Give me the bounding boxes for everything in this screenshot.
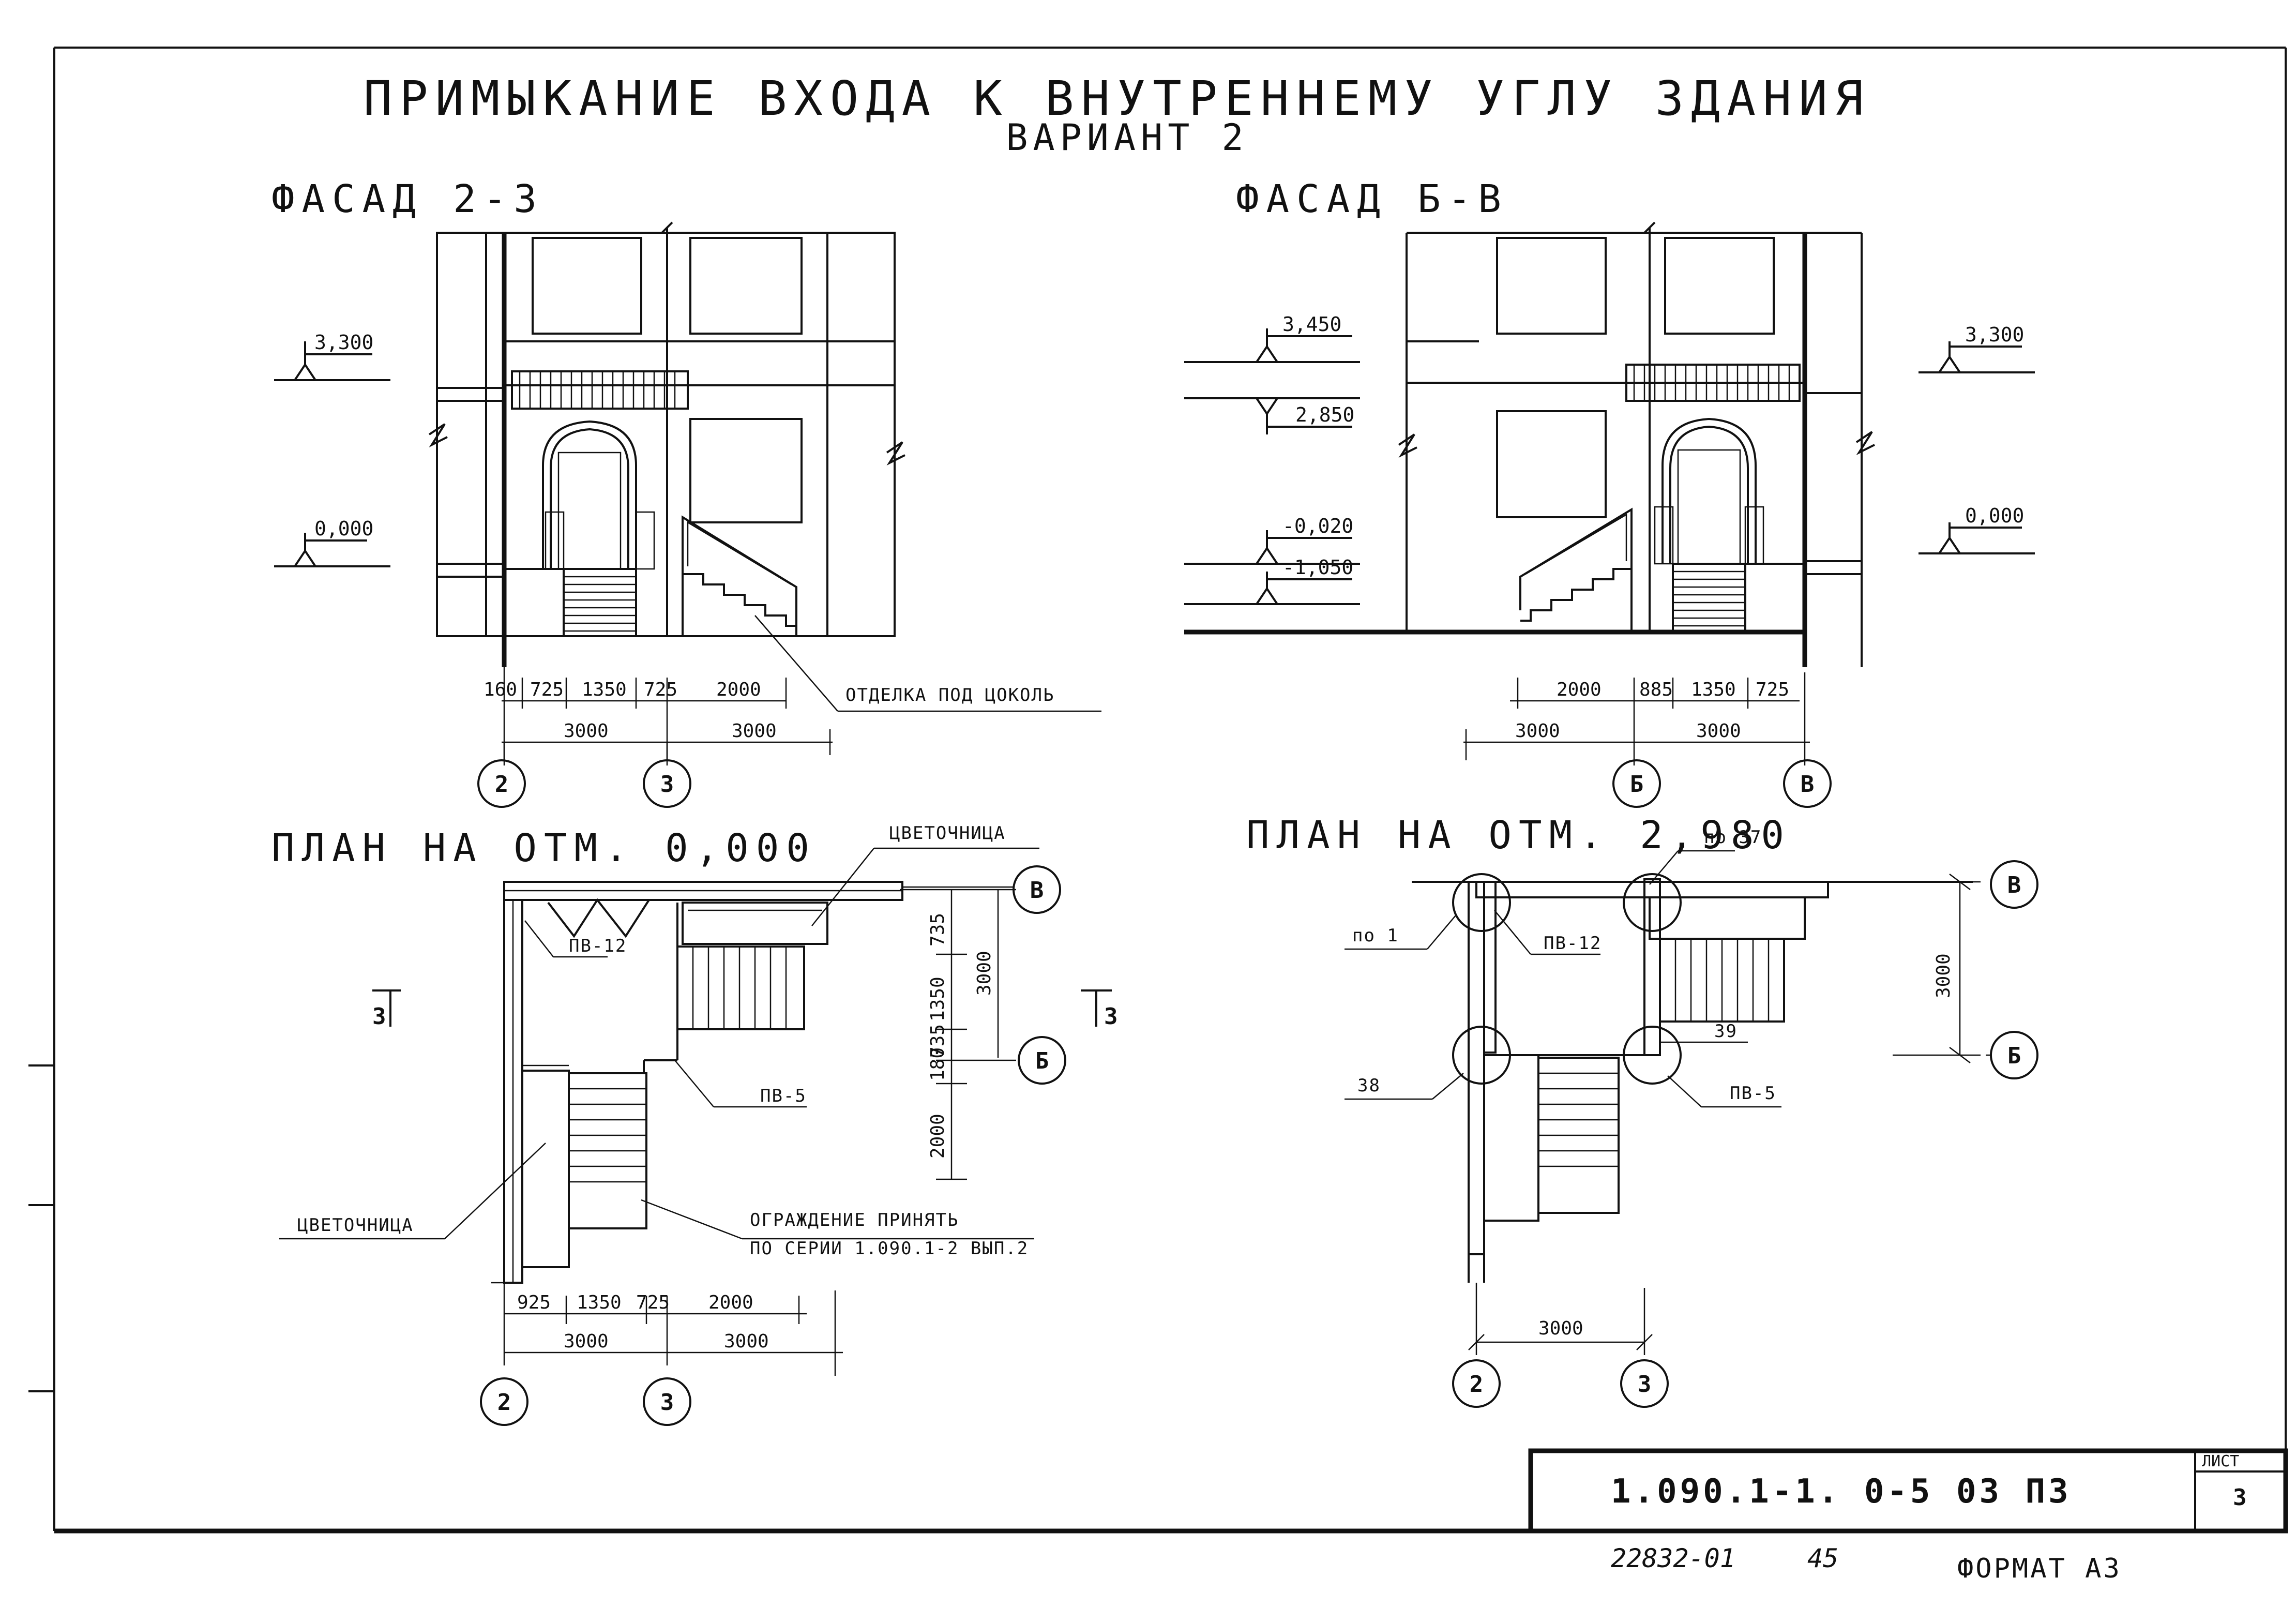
axis-3-facade: 3 <box>660 771 674 798</box>
axis-b-plan0: Б <box>1035 1048 1049 1074</box>
plan-0000-dimv-2000: 2000 <box>927 1114 948 1159</box>
plan-2980: ПЛАН НА ОТМ. 2,980 по 37 <box>1246 813 2038 1408</box>
facade-b-v-elev-3300: 3,300 <box>1965 323 2024 346</box>
facade-b-v-elev-2850: 2,850 <box>1295 403 1354 426</box>
plan-2980-label-po37: по 37 <box>1704 827 1762 848</box>
plan-0000-label-planter-top: ЦВЕТОЧНИЦА <box>889 823 1006 844</box>
axis-3-plan2: 3 <box>1638 1371 1652 1398</box>
sheet-title: ПРИМЫКАНИЕ ВХОДА К ВНУТРЕННЕМУ УГЛУ ЗДАН… <box>364 71 1870 126</box>
plan-0000-label-pv5: ПВ-5 <box>760 1086 807 1106</box>
facade-b-v-dim-3000b: 3000 <box>1696 720 1741 742</box>
plan-0000-dim-3000b: 3000 <box>724 1331 769 1352</box>
facade-2-3-dim-3000b: 3000 <box>732 720 777 742</box>
sheet-frame <box>28 47 2287 1534</box>
facade-b-v-dim-885: 885 <box>1639 679 1673 700</box>
axis-b-facade: Б <box>1630 771 1644 798</box>
title-block: 1.090.1-1. 0-5 03 ПЗ ЛИСТ 3 <box>1528 1448 2288 1534</box>
plan-2980-label-39: 39 <box>1714 1021 1738 1042</box>
plan-0000-label-planter-left: ЦВЕТОЧНИЦА <box>297 1215 414 1236</box>
axis-2-plan0: 2 <box>497 1389 511 1416</box>
plan-0000-railing-2: ПО СЕРИИ 1.090.1-2 ВЫП.2 <box>750 1238 1029 1259</box>
axis-v-facade: В <box>1801 771 1815 798</box>
facade-2-3: ФАСАД 2-3 <box>271 177 1101 808</box>
plan-2980-label-pv12: ПВ-12 <box>1544 933 1602 954</box>
facade-b-v-elev-0000: 0,000 <box>1965 504 2024 527</box>
facade-2-3-dim-1350: 1350 <box>582 679 627 700</box>
facade-2-3-dim-2000: 2000 <box>716 679 761 700</box>
axis-2-facade: 2 <box>495 771 509 798</box>
facade-b-v-elev-3450: 3,450 <box>1282 313 1341 336</box>
footer-inventory: 22832-01 <box>1611 1543 1735 1573</box>
plan-2980-dim-3000: 3000 <box>1538 1318 1583 1339</box>
footer-format: ФОРМАТ А3 <box>1957 1553 2122 1584</box>
axis-3-plan0: 3 <box>660 1389 674 1416</box>
facade-2-3-dim-725a: 725 <box>530 679 564 700</box>
axis-v-plan2: В <box>2007 872 2021 898</box>
facade-b-v-dim-3000a: 3000 <box>1515 720 1560 742</box>
plan-0000-dimv-3000: 3000 <box>974 951 995 996</box>
facade-b-v: ФАСАД Б-В <box>1184 177 2035 808</box>
section-mark-right: 3 <box>1104 1003 1118 1030</box>
plan-0000-dim-3000a: 3000 <box>564 1331 609 1352</box>
plan-2980-label-po1: по 1 <box>1352 925 1399 946</box>
facade-2-3-dim-3000a: 3000 <box>564 720 609 742</box>
facade-b-v-heading: ФАСАД Б-В <box>1236 177 1508 221</box>
facade-b-v-elev-m0020: -0,020 <box>1282 515 1353 537</box>
plan-0000-dimv-735a: 735 <box>927 913 948 947</box>
plan-0000-railing-1: ОГРАЖДЕНИЕ ПРИНЯТЬ <box>750 1210 959 1230</box>
plan-0000-dim-2000: 2000 <box>708 1292 753 1313</box>
facade-2-3-note: ОТДЕЛКА ПОД ЦОКОЛЬ <box>845 685 1054 705</box>
plan-0000-dimv-1350: 1350 <box>927 977 948 1022</box>
footer-page: 45 <box>1807 1543 1838 1573</box>
axis-b-plan2: Б <box>2007 1043 2021 1069</box>
title-block-sheet-number: 3 <box>2233 1484 2247 1511</box>
plan-2980-dimv-3000: 3000 <box>1933 953 1954 998</box>
plan-0000-dimv-735b: 735 <box>927 1024 948 1058</box>
plan-0000: ПЛАН НА ОТМ. 0,000 ПВ-12 <box>271 823 1118 1426</box>
facade-b-v-dim-1350: 1350 <box>1691 679 1736 700</box>
plan-0000-heading: ПЛАН НА ОТМ. 0,000 <box>271 826 817 870</box>
plan-2980-heading: ПЛАН НА ОТМ. 2,980 <box>1246 813 1791 858</box>
plan-0000-dim-1350: 1350 <box>577 1292 622 1313</box>
facade-2-3-heading: ФАСАД 2-3 <box>271 177 544 221</box>
axis-v-plan0: В <box>1030 877 1044 904</box>
facade-b-v-dim-2000: 2000 <box>1557 679 1602 700</box>
plan-0000-dim-925: 925 <box>517 1292 551 1313</box>
facade-2-3-elev-0000: 0,000 <box>314 517 373 540</box>
facade-2-3-dim-725b: 725 <box>644 679 677 700</box>
facade-2-3-dim-160: 160 <box>484 679 517 700</box>
facade-b-v-dim-725: 725 <box>1756 679 1789 700</box>
plan-0000-dimv-180: 180 <box>927 1047 948 1081</box>
plan-2980-label-38: 38 <box>1357 1075 1381 1096</box>
plan-2980-label-pv5: ПВ-5 <box>1730 1083 1776 1104</box>
title-block-code: 1.090.1-1. 0-5 03 ПЗ <box>1611 1473 2072 1511</box>
facade-b-v-elev-m1050: -1,050 <box>1282 556 1353 579</box>
plan-0000-dim-725: 725 <box>636 1292 670 1313</box>
sheet-subtitle: ВАРИАНТ 2 <box>1006 116 1248 159</box>
facade-2-3-elev-3300: 3,300 <box>314 331 373 354</box>
title-block-sheet-label: ЛИСТ <box>2202 1452 2239 1470</box>
section-mark-left: 3 <box>372 1003 386 1030</box>
plan-0000-label-pv12: ПВ-12 <box>569 936 627 956</box>
axis-2-plan2: 2 <box>1470 1371 1484 1398</box>
